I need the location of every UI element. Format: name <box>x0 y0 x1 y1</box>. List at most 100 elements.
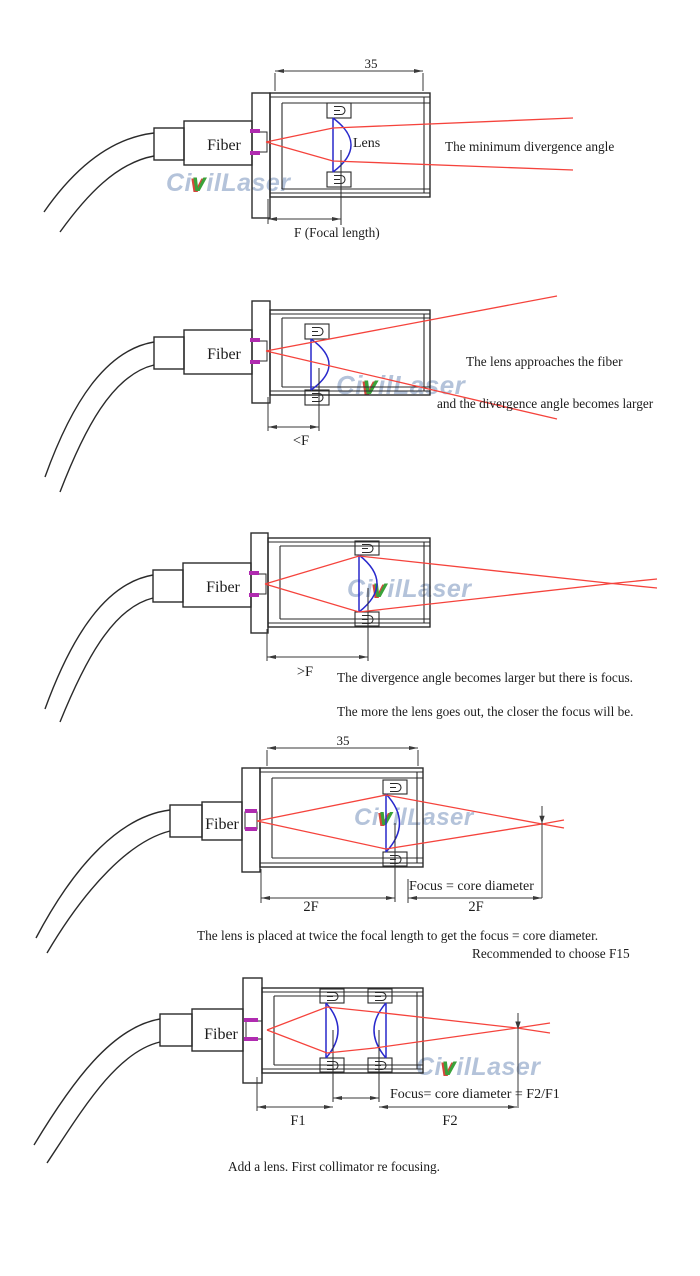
lens-icon <box>332 117 352 173</box>
dimension-f2: F2 <box>379 1105 517 1129</box>
focus-marker: Focus = core diameter <box>409 806 545 898</box>
civillaser-watermark: CivilLaser <box>166 171 291 196</box>
focus-arrow-icon <box>515 1021 521 1030</box>
civillaser-watermark: CivilLaser <box>416 1055 541 1080</box>
extension-lines <box>274 73 424 91</box>
lens-holder-bottom <box>367 1057 393 1073</box>
lens-holder-detail <box>334 105 346 116</box>
watermark-text: ilLaser <box>387 575 472 603</box>
fiber-cable <box>35 809 171 954</box>
fiber-ferrule-mark <box>249 571 259 575</box>
dimension-35: 35 <box>266 733 419 766</box>
lens-icon <box>385 793 401 853</box>
lens-holder-detail <box>362 543 374 554</box>
lens-holder-top <box>326 102 352 119</box>
cable-line <box>35 809 171 939</box>
focus-label: Focus= core diameter = F2/F1 <box>390 1087 560 1102</box>
dimension-value: <F <box>293 433 309 449</box>
dimension-value: 35 <box>337 733 350 748</box>
fiber-connector: Fiber <box>153 329 253 375</box>
fiber-tip <box>244 811 258 830</box>
diagram-lens-at-twice-focal: 35 Fiber <box>35 733 630 961</box>
lens-holder-detail <box>327 991 339 1002</box>
watermark-check-icon: v <box>192 169 207 197</box>
dimension-less-than-f: <F <box>267 397 319 449</box>
housing-flange <box>250 532 269 634</box>
laser-rays <box>266 1006 551 1054</box>
fiber-cable <box>43 132 155 233</box>
lens-label: Lens <box>353 136 380 151</box>
collimator-housing <box>250 92 431 219</box>
cable-line <box>59 597 154 723</box>
fiber-tip <box>250 573 267 595</box>
fiber-connector: Fiber <box>153 120 253 166</box>
fiber-tip <box>251 340 268 362</box>
dimension-value: F (Focal length) <box>294 225 380 240</box>
fiber-cable <box>44 341 155 493</box>
lens-holder-detail <box>390 782 402 793</box>
diagram-lens-closer-than-focal: Fiber <box>44 295 654 493</box>
cable-line <box>59 155 155 233</box>
caption-line1: The lens approaches the fiber <box>466 354 623 369</box>
laser-rays <box>264 555 658 613</box>
lens-holder-top <box>319 988 345 1004</box>
lens-assembly <box>382 779 408 902</box>
fiber-ferrule-mark <box>244 1037 258 1041</box>
lens-holder-bottom <box>319 1057 345 1073</box>
caption: Add a lens. First collimator re focusing… <box>228 1159 440 1174</box>
lens-holder-bottom <box>304 389 330 406</box>
watermark-text: ilLaser <box>392 804 474 831</box>
fiber-ferrule-mark <box>250 129 260 133</box>
dimension-value: 2F <box>468 899 483 915</box>
dimension-value: F2 <box>442 1113 457 1129</box>
collimator-housing <box>242 977 424 1084</box>
fiber-label: Fiber <box>207 137 241 154</box>
fiber-label: Fiber <box>206 579 240 596</box>
dimension-value: 35 <box>365 56 378 71</box>
lens-holder-bottom <box>326 171 352 188</box>
laser-rays <box>265 295 558 420</box>
fiber-label: Fiber <box>207 346 241 363</box>
lens-holder-detail <box>312 326 324 337</box>
lens1-icon <box>325 1002 339 1059</box>
laser-ray-upper <box>265 117 574 143</box>
fiber-ferrule-mark <box>250 151 260 155</box>
lens2-icon <box>373 1002 387 1059</box>
watermark-text: Ci <box>166 169 192 197</box>
housing-inner-lines <box>262 991 423 1070</box>
laser-ray-upper <box>264 555 658 589</box>
civillaser-watermark: CivilLaser <box>336 372 465 398</box>
connector-boot <box>159 1013 193 1047</box>
watermark-text: Ci <box>416 1053 442 1081</box>
fiber-connector: Fiber <box>169 801 243 841</box>
cable-line <box>44 574 154 710</box>
watermark-text: ilLaser <box>456 1053 541 1081</box>
laser-ray-lower <box>265 350 558 420</box>
lens-holder-detail <box>375 1060 387 1071</box>
laser-ray-lower <box>256 819 565 850</box>
diagram-lens-at-focal-length: Fiber Lens <box>43 56 614 240</box>
fiber-tip <box>245 1020 263 1040</box>
lens-assembly: Lens <box>326 102 380 225</box>
dimension-f1: F1 <box>256 1077 333 1129</box>
dimension-2f-right: 2F <box>407 879 542 915</box>
cable-line <box>44 341 155 478</box>
fiber-cable <box>33 1018 161 1164</box>
watermark-text: Ci <box>354 804 379 831</box>
cable-line <box>46 1041 161 1164</box>
connector-boot <box>153 127 185 161</box>
housing-inner-lines <box>270 96 430 194</box>
laser-ray-lower <box>265 141 574 171</box>
fiber-label: Fiber <box>204 1026 238 1043</box>
fiber-connector: Fiber <box>152 562 252 608</box>
lens-holder-top <box>367 988 393 1004</box>
collimator-housing <box>249 532 431 634</box>
connector-boot <box>153 336 185 370</box>
dimension-35: 35 <box>274 56 424 91</box>
lens1-assembly <box>319 988 345 1102</box>
laser-ray-lower <box>264 578 658 613</box>
dimension-value: >F <box>297 664 313 680</box>
lens-assembly <box>354 540 380 661</box>
